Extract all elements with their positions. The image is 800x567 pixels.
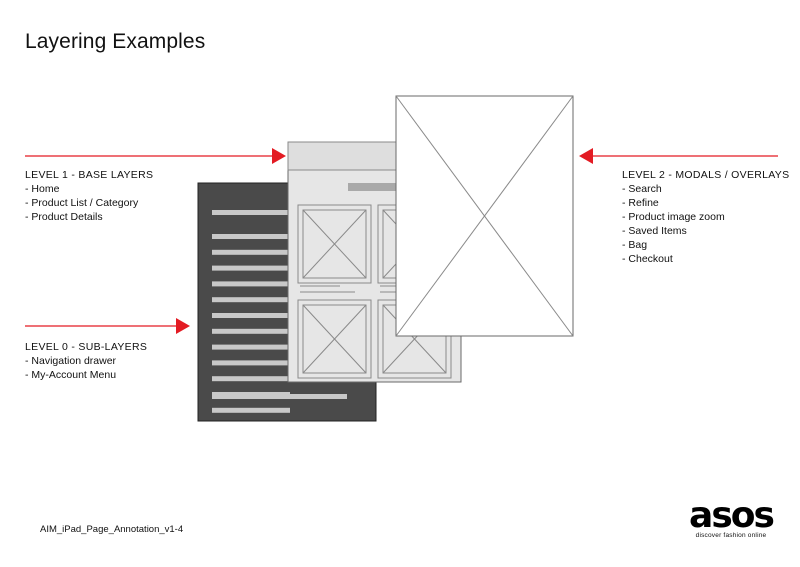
arrow-level-2	[579, 148, 778, 164]
menu-line	[212, 344, 290, 350]
annotation-level-2-heading: LEVEL 2 - MODALS / OVERLAYS	[622, 169, 790, 181]
menu-line	[212, 376, 290, 382]
logo-tagline: discover fashion online	[695, 532, 767, 539]
product-tile	[297, 204, 372, 284]
arrow-head-left-icon	[579, 148, 593, 164]
menu-line	[212, 281, 290, 287]
annotation-item: Navigation drawer	[25, 354, 147, 368]
annotation-item: Product image zoom	[622, 210, 789, 224]
modal-layer-panel	[395, 95, 574, 337]
menu-line	[212, 210, 290, 215]
product-image-placeholder	[302, 209, 367, 279]
arrow-head-right-icon	[176, 318, 190, 334]
menu-line	[212, 297, 290, 303]
arrow-level-0	[25, 318, 190, 334]
annotation-item: Product Details	[25, 210, 153, 224]
annotation-level-1-heading: LEVEL 1 - BASE LAYERS	[25, 169, 154, 181]
document-reference: AIM_iPad_Page_Annotation_v1-4	[40, 524, 184, 535]
product-image-placeholder	[302, 304, 367, 374]
logo-wordmark: asos	[689, 495, 775, 536]
annotation-item: Refine	[622, 196, 789, 210]
menu-line	[212, 249, 290, 255]
annotation-level-0-heading: LEVEL 0 - SUB-LAYERS	[25, 341, 148, 353]
modal-cross-line	[395, 95, 574, 337]
annotation-level-2: LEVEL 2 - MODALS / OVERLAYS Search Refin…	[622, 168, 789, 266]
annotation-item: Product List / Category	[25, 196, 153, 210]
annotation-item: Bag	[622, 238, 789, 252]
product-tile	[297, 299, 372, 379]
menu-line	[212, 234, 290, 239]
arrow-level-1	[25, 148, 286, 164]
menu-line	[212, 394, 347, 399]
annotation-item: Search	[622, 182, 789, 196]
base-layer-title-bar	[348, 183, 418, 191]
annotation-level-0: LEVEL 0 - SUB-LAYERS Navigation drawer M…	[25, 340, 147, 382]
asos-logo: asos discover fashion online	[686, 495, 776, 540]
menu-line	[212, 313, 290, 318]
sublayer-menu-lines	[212, 210, 347, 413]
annotation-item: Home	[25, 182, 153, 196]
menu-line	[212, 407, 290, 413]
annotation-item: My-Account Menu	[25, 368, 147, 382]
page-title: Layering Examples	[25, 30, 206, 53]
menu-line	[212, 265, 290, 271]
annotation-item: Saved Items	[622, 224, 789, 238]
annotation-level-1: LEVEL 1 - BASE LAYERS Home Product List …	[25, 168, 153, 224]
placeholder-cross-line	[302, 209, 367, 279]
product-tiles	[297, 204, 452, 379]
menu-line	[212, 360, 290, 366]
arrow-head-right-icon	[272, 148, 286, 164]
placeholder-cross-line	[302, 304, 367, 374]
menu-line	[212, 328, 290, 334]
annotation-item: Checkout	[622, 252, 789, 266]
